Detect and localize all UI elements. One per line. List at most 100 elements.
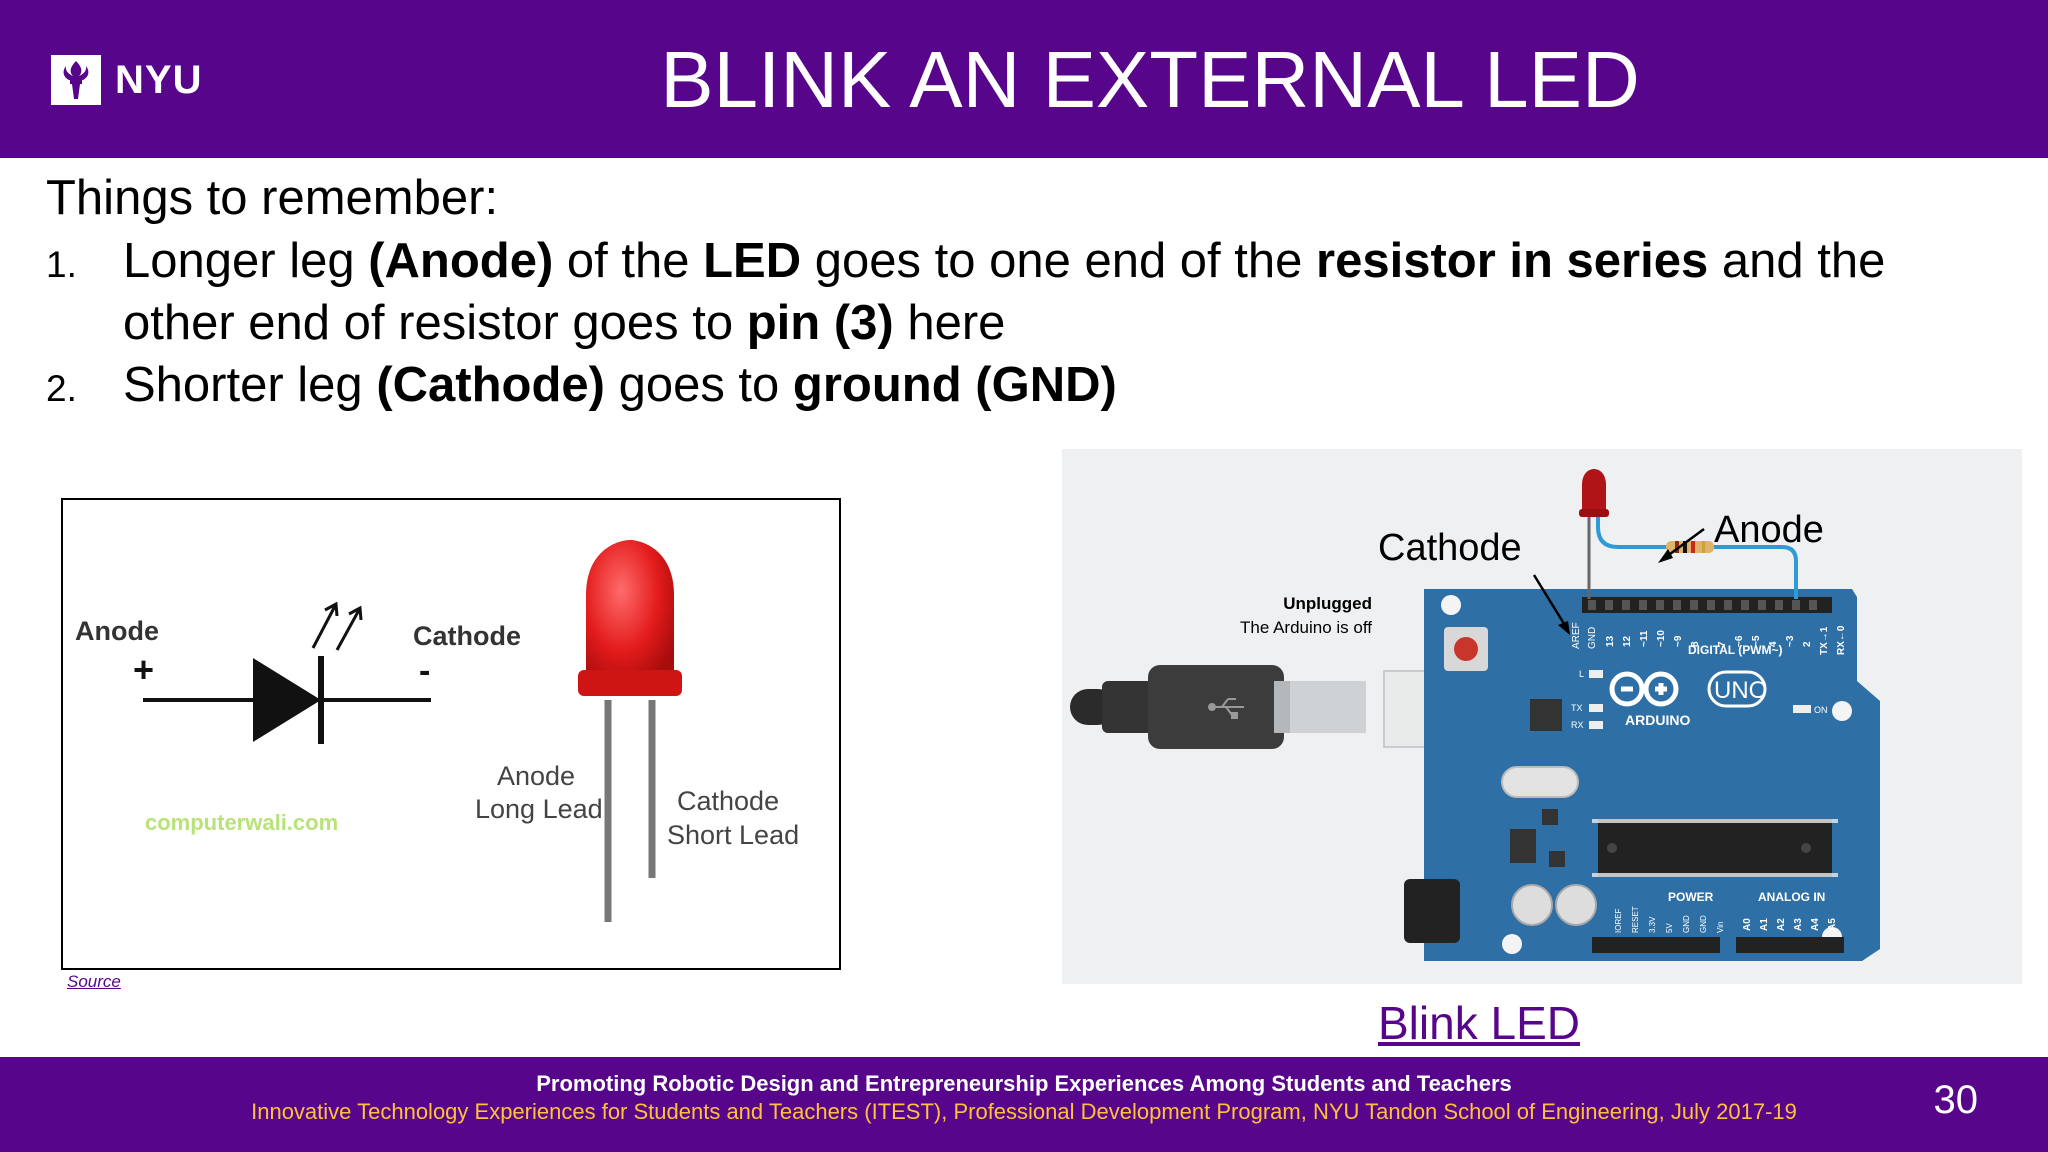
pin-label: 2: [1802, 641, 1813, 647]
led-bulb: [586, 540, 674, 685]
arduino-diagram: AREF GND 13 12 ~11 ~10 ~9 8 7 ~6 ~5 4 ~3…: [1062, 449, 2022, 984]
text-run: and the other end of resistor goes to: [123, 234, 1886, 350]
pin-label: 4: [1768, 641, 1779, 647]
list-item: 1. Longer leg (Anode) of the LED goes to…: [46, 230, 2006, 354]
on-label: ON: [1814, 705, 1828, 715]
point-list: 1. Longer leg (Anode) of the LED goes to…: [46, 230, 2006, 416]
led-diagram-figure: Anode + Cathode - computerwali.com Anode…: [61, 498, 841, 970]
analog-pin-label: A4: [1810, 918, 1821, 931]
pin-label: RX←0: [1836, 625, 1847, 655]
status-text: The Arduino is off: [1240, 618, 1372, 637]
pin-label: ~9: [1673, 635, 1684, 647]
text-run: Shorter leg: [123, 358, 377, 412]
pin-label: 7: [1717, 641, 1728, 647]
pin-label: ~11: [1639, 630, 1650, 647]
pin-label: ~3: [1785, 635, 1796, 647]
text-run: Longer leg: [123, 234, 369, 288]
led-rim: [578, 670, 682, 696]
cathode-label: Cathode: [413, 621, 521, 651]
usb-chip: [1530, 699, 1562, 731]
header-bar: [0, 0, 2048, 158]
text-run-bold: LED: [703, 234, 802, 288]
pin-label: ~5: [1751, 635, 1762, 647]
atmega-chip: [1598, 819, 1832, 877]
torch-icon: [51, 55, 101, 105]
power-header: [1592, 937, 1720, 953]
text-run: goes to: [604, 358, 793, 412]
anode-arrow: [1665, 527, 1705, 559]
cathode-annotation: Cathode: [1378, 527, 1522, 569]
anode-label: Anode: [75, 616, 159, 646]
text-run-bold: (Anode): [368, 234, 554, 288]
aref-label: AREF: [1571, 622, 1582, 649]
blink-led-link[interactable]: Blink LED: [1378, 997, 1580, 1049]
text-run: here: [893, 296, 1006, 350]
digital-label: DIGITAL (PWM~): [1688, 643, 1783, 657]
power-pin-label: Vin: [1716, 922, 1725, 933]
minus-sign: -: [419, 652, 430, 690]
blue-wire: [1710, 545, 1798, 599]
capacitor: [1555, 884, 1597, 926]
list-number: 1.: [46, 244, 77, 285]
blue-wire: [1596, 517, 1670, 549]
footer-title: Promoting Robotic Design and Entrepreneu…: [536, 1071, 1512, 1096]
text-run-bold: resistor in series: [1316, 234, 1709, 288]
tx-label: TX: [1571, 703, 1583, 713]
cathode-lead-label: Short Lead: [667, 820, 799, 850]
status-title: Unplugged: [1283, 594, 1372, 613]
power-pin-label: IOREF: [1614, 908, 1623, 933]
plus-sign: +: [133, 649, 154, 690]
analog-label: ANALOG IN: [1758, 890, 1825, 904]
list-number: 2.: [46, 368, 77, 409]
text-run: of the: [553, 234, 704, 288]
power-pin-label: 3.3V: [1648, 916, 1657, 933]
list-item: 2. Shorter leg (Cathode) goes to ground …: [46, 354, 2006, 416]
analog-pin-label: A2: [1776, 918, 1787, 931]
analog-pin-label: A1: [1759, 918, 1770, 931]
arduino-infinity-icon: [1609, 671, 1679, 707]
pin-label: 12: [1622, 635, 1633, 647]
nyu-logo: NYU: [51, 54, 202, 106]
intro-text: Things to remember:: [46, 171, 499, 225]
pin-label: ~6: [1734, 635, 1745, 647]
uno-label: UNO: [1714, 677, 1767, 704]
analog-pin-label: A0: [1742, 918, 1753, 931]
pin-label: 13: [1605, 635, 1616, 647]
power-pin-label: 5V: [1665, 923, 1674, 933]
page-number: 30: [1933, 1078, 1979, 1122]
footer-subtitle: Innovative Technology Experiences for St…: [251, 1099, 1797, 1124]
power-label: POWER: [1668, 890, 1714, 904]
gnd-label: GND: [1587, 627, 1598, 649]
watermark: computerwali.com: [145, 810, 338, 835]
analog-header: [1736, 937, 1844, 953]
brand-label: ARDUINO: [1625, 712, 1690, 728]
text-run-bold: pin (3): [746, 296, 894, 350]
pin-label: TX→1: [1819, 626, 1830, 655]
footer-bar: [0, 1057, 2048, 1152]
text-run: goes to one end of the: [801, 234, 1317, 288]
power-pin-label: RESET: [1631, 906, 1640, 933]
slide-title: BLINK AN EXTERNAL LED: [660, 35, 1640, 124]
source-link[interactable]: Source: [67, 972, 121, 991]
power-pin-label: GND: [1682, 915, 1691, 933]
usb-icon: [1208, 698, 1244, 719]
l-label: L: [1579, 669, 1584, 679]
cathode-lead-label: Cathode: [677, 786, 779, 816]
power-pin-label: GND: [1699, 915, 1708, 933]
anode-annotation: Anode: [1714, 509, 1824, 551]
rx-label: RX: [1571, 720, 1584, 730]
anode-lead-label: Long Lead: [475, 794, 603, 824]
pin-label: 8: [1690, 641, 1701, 647]
text-run-bold: ground (GND): [792, 358, 1117, 412]
light-arrows-icon: [311, 601, 363, 651]
anode-lead-label: Anode: [497, 761, 575, 791]
pin-label: ~10: [1656, 630, 1667, 647]
red-led: [1582, 469, 1606, 515]
capacitor: [1511, 884, 1553, 926]
analog-pin-label: A5: [1827, 918, 1838, 931]
crystal: [1501, 766, 1579, 798]
analog-pin-label: A3: [1793, 918, 1804, 931]
power-jack: [1404, 879, 1460, 943]
cathode-arrow: [1532, 574, 1568, 628]
diode-symbol: [253, 658, 321, 742]
